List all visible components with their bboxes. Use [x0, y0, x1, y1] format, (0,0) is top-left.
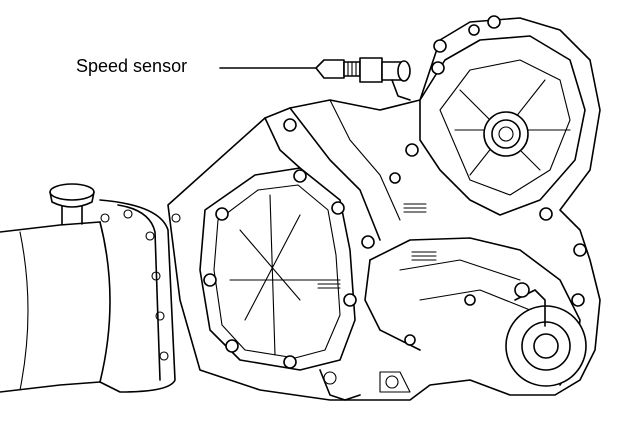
housing-bottom	[319, 369, 411, 401]
axle-flange	[99, 199, 181, 393]
output-housing	[364, 237, 587, 387]
main-housing	[167, 17, 601, 401]
axle-tube	[0, 221, 111, 393]
speed-sensor-label: Speed sensor	[76, 56, 188, 76]
rear-cover	[405, 15, 587, 307]
breather-cap	[49, 183, 95, 225]
speed-sensor	[315, 57, 411, 101]
